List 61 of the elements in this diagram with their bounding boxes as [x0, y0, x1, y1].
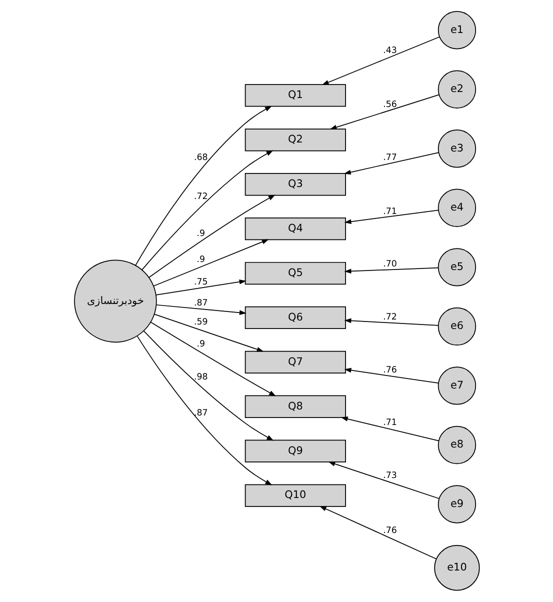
arrow: [344, 368, 438, 384]
edge-label: .75: [193, 278, 208, 288]
edge-label: .59: [193, 318, 208, 328]
arrow: [134, 106, 272, 266]
node-box: Q4: [244, 218, 346, 240]
node-box: Q9: [244, 440, 346, 462]
node-circle: e8: [437, 426, 476, 464]
edge-label: .72: [193, 192, 208, 202]
edge-label: .71: [382, 207, 396, 217]
arrow: [155, 279, 246, 296]
arrow: [343, 152, 439, 175]
arrow: [153, 314, 264, 352]
arrow: [328, 462, 440, 500]
edge-label: .68: [193, 152, 208, 163]
node-circle: e9: [437, 485, 476, 524]
arrow: [340, 416, 439, 442]
edge-label: .87: [193, 298, 208, 309]
arrow: [321, 36, 440, 86]
arrow: [155, 304, 246, 316]
node-circle: خودبرتنسازی: [74, 260, 156, 343]
edge-label: .87: [193, 408, 208, 418]
edge-label: .9: [196, 228, 205, 239]
arrow: [344, 210, 438, 224]
node-circle: e5: [437, 248, 476, 286]
edge-label: .71: [382, 418, 396, 428]
node-box: Q2: [244, 128, 346, 152]
arrow: [152, 239, 268, 286]
edge-label: .43: [382, 46, 396, 56]
node-box: Q8: [244, 395, 346, 418]
arrow: [329, 94, 440, 130]
edge-label: .77: [382, 152, 396, 163]
node-box: Q5: [244, 262, 346, 285]
node-box: Q1: [244, 84, 346, 107]
arrow: [150, 322, 276, 396]
node-circle: e2: [437, 70, 476, 108]
arrow: [141, 150, 273, 270]
edge-label: .76: [382, 526, 396, 536]
arrow: [148, 194, 275, 278]
edge-label: .98: [193, 372, 208, 383]
edge-label: .9: [196, 339, 205, 350]
node-box: Q3: [244, 173, 346, 196]
edge-label: .9: [196, 254, 205, 265]
node-box: Q10: [244, 484, 346, 507]
node-circle: e4: [437, 188, 476, 227]
edge-label: .56: [382, 100, 396, 110]
arrow: [142, 330, 274, 441]
edge-label: .72: [382, 312, 396, 322]
node-circle: e10: [434, 545, 480, 591]
node-circle: e3: [437, 130, 476, 168]
edge-label: .70: [382, 259, 396, 270]
edge-label: .76: [382, 366, 396, 376]
arrow: [344, 267, 438, 274]
arrow: [344, 318, 438, 326]
node-box: Q6: [244, 306, 346, 330]
node-circle: e6: [437, 307, 476, 346]
node-circle: e1: [437, 11, 476, 50]
node-circle: e7: [437, 366, 476, 405]
arrow: [318, 506, 436, 560]
arrow: [136, 336, 272, 486]
node-box: Q7: [244, 350, 346, 374]
edge-label: .73: [382, 471, 396, 482]
